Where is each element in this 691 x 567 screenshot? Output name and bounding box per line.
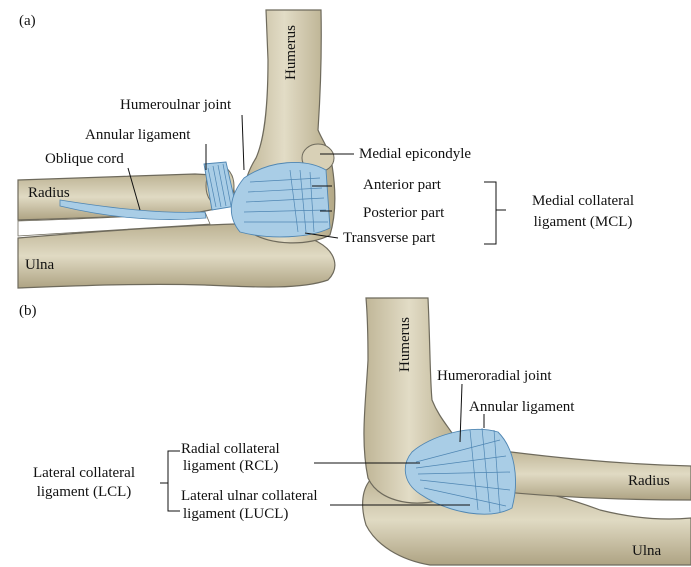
panel-b-humeroradial-joint-label: Humeroradial joint — [437, 368, 552, 385]
panel-a-mcl-group-line2: ligament (MCL) — [508, 214, 658, 231]
panel-b-annular-ligament-label: Annular ligament — [469, 399, 574, 416]
panel-b-humerus-label: Humerus — [397, 317, 414, 372]
panel-a-medial-epicondyle-label: Medial epicondyle — [359, 146, 471, 163]
panel-b-lcl-group-line2: ligament (LCL) — [10, 484, 158, 501]
panel-a-transverse-part-label: Transverse part — [343, 230, 435, 247]
panel-a-mcl-group-line1: Medial collateral — [508, 193, 658, 210]
panel-a-oblique-cord-label: Oblique cord — [45, 151, 124, 168]
panel-a-humerus-label: Humerus — [283, 25, 300, 80]
panel-b-ulna-label: Ulna — [632, 543, 661, 560]
panel-b-rcl-label-line1: Radial collateral — [181, 441, 280, 458]
panel-b-lucl-label-line1: Lateral ulnar collateral — [181, 488, 318, 505]
panel-b-lcl-group-line1: Lateral collateral — [10, 465, 158, 482]
panel-b-radius-label: Radius — [628, 473, 670, 490]
panel-a-ulna-label: Ulna — [25, 257, 54, 274]
panel-b-rcl-label-line2: ligament (RCL) — [183, 458, 278, 475]
panel-a-annular-ligament-label: Annular ligament — [85, 127, 190, 144]
panel-a-tag: (a) — [19, 13, 36, 30]
panel-a-radius-label: Radius — [28, 185, 70, 202]
panel-a-humeroulnar-joint-label: Humeroulnar joint — [120, 97, 231, 114]
panel-b-tag: (b) — [19, 303, 37, 320]
panel-a-anterior-part-label: Anterior part — [363, 177, 441, 194]
panel-a-posterior-part-label: Posterior part — [363, 205, 444, 222]
panel-a-mcl-fan — [231, 162, 330, 237]
panel-b-lucl-label-line2: ligament (LUCL) — [183, 506, 288, 523]
